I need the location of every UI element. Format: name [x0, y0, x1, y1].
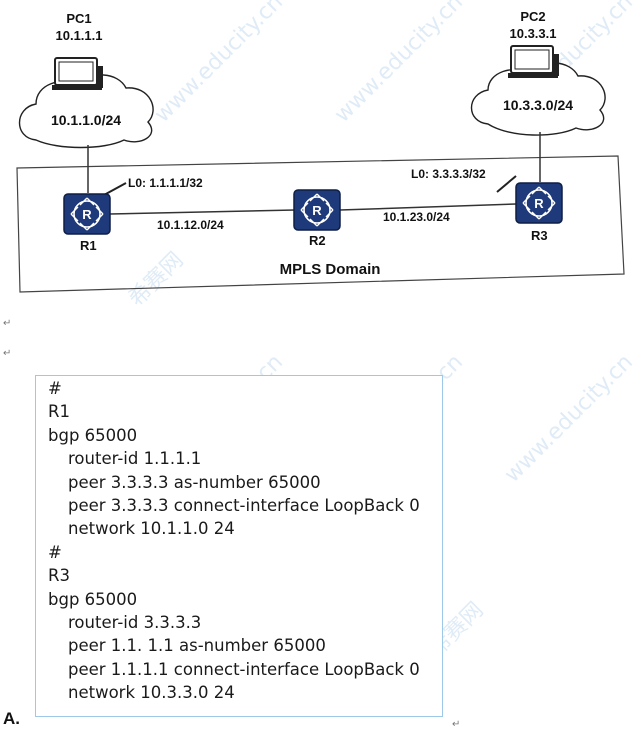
pc1-name-label: PC1 — [66, 11, 91, 26]
mpls-domain-box — [16, 155, 625, 293]
paragraph-return-mark: ↵ — [452, 719, 461, 730]
router-r2-label: R2 — [309, 233, 326, 248]
cloud-pc2-network — [471, 62, 606, 136]
config-line: network 10.3.3.0 24 — [68, 683, 235, 703]
config-line: # — [48, 379, 62, 398]
paragraph-return-mark: ↵ — [3, 318, 12, 329]
config-line: peer 1.1. 1.1 as-number 65000 — [68, 636, 326, 656]
network-topology-diagram: R R R PC1 10.1.1.1 10.1.1.0/24 PC2 10.3.… — [16, 9, 625, 293]
router-r1-label: R1 — [80, 238, 97, 253]
config-line: # — [48, 542, 62, 562]
link-r1-r2 — [109, 209, 296, 215]
config-line: router-id 1.1.1.1 — [68, 449, 202, 469]
pc1-network-label: 10.1.1.0/24 — [51, 112, 121, 128]
pc2-icon — [508, 45, 559, 78]
config-line: bgp 65000 — [48, 589, 138, 609]
router-r3-label: R3 — [531, 228, 548, 243]
r1-loopback-label: L0: 1.1.1.1/32 — [128, 176, 203, 190]
router-r2-glyph: R — [312, 203, 322, 218]
config-line: peer 1.1.1.1 connect-interface LoopBack … — [68, 659, 420, 679]
config-line: R3 — [48, 566, 70, 586]
config-line: peer 3.3.3.3 connect-interface LoopBack … — [68, 496, 420, 515]
paragraph-return-mark: ↵ — [3, 348, 12, 359]
router-r1-icon: R — [63, 193, 111, 235]
pc2-network-label: 10.3.3.0/24 — [503, 97, 573, 113]
router-r1-glyph: R — [82, 207, 92, 222]
loopback-marker-r3 — [496, 175, 517, 193]
r3-loopback-label: L0: 3.3.3.3/32 — [411, 167, 486, 181]
link-r2-r3 — [339, 203, 517, 211]
config-line: bgp 65000 — [48, 425, 138, 445]
config-line: peer 3.3.3.3 as-number 65000 — [68, 472, 321, 492]
link-r2-r3-label: 10.1.23.0/24 — [383, 210, 450, 224]
mpls-domain-label: MPLS Domain — [280, 261, 381, 278]
loopback-marker-r1 — [103, 182, 127, 196]
pc1-ip-label: 10.1.1.1 — [56, 28, 103, 43]
cloud-pc1-network — [19, 74, 154, 149]
router-r3-glyph: R — [534, 196, 544, 211]
option-label: A. — [3, 709, 20, 728]
bgp-config-box: # R1 bgp 65000 router-id 1.1.1.1 peer 3.3.3.… — [35, 375, 443, 717]
pc2-name-label: PC2 — [520, 9, 545, 24]
config-line: R1 — [48, 402, 70, 422]
link-r1-r2-label: 10.1.12.0/24 — [157, 218, 224, 232]
router-r2-icon: R — [293, 189, 341, 231]
config-line: network 10.1.1.0 24 — [68, 519, 235, 539]
watermark-text: www.educity.cn — [500, 349, 638, 488]
pc2-ip-label: 10.3.3.1 — [510, 26, 557, 41]
pc1-icon — [52, 57, 103, 90]
router-r3-icon: R — [515, 182, 563, 224]
config-line: router-id 3.3.3.3 — [68, 613, 202, 632]
